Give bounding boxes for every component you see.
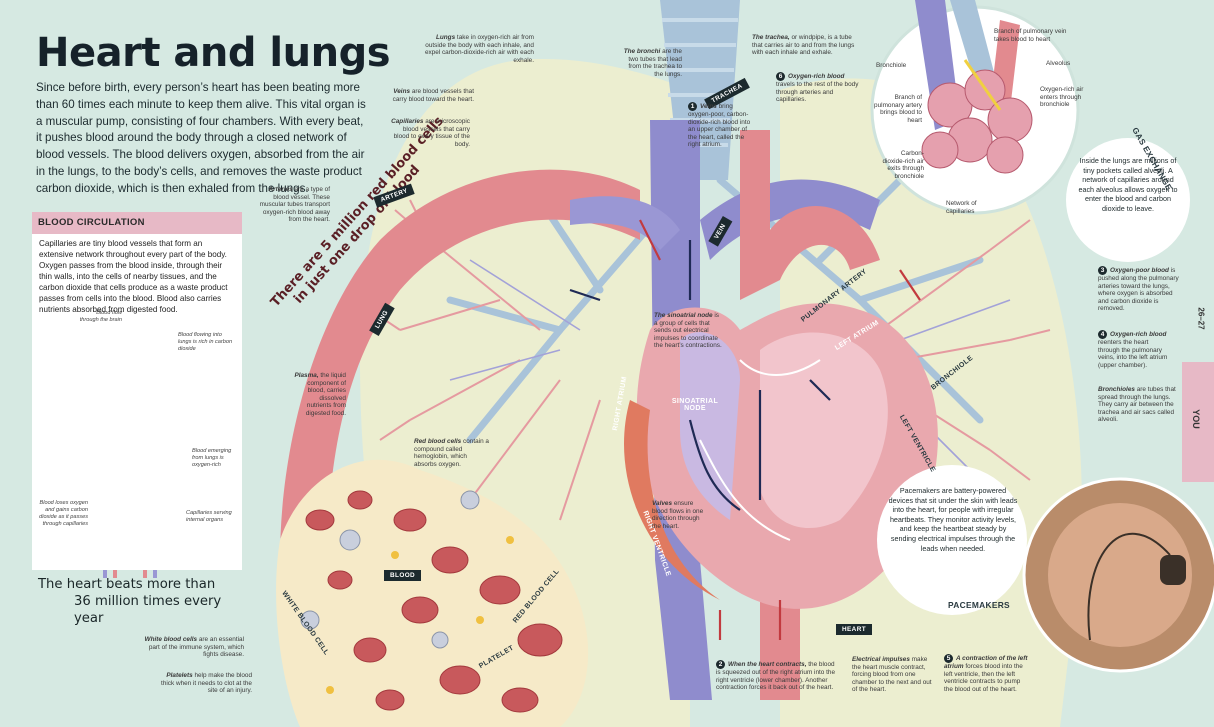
- gas-label-bronchiole: Bronchiole: [876, 62, 907, 69]
- gas-label-oxygen-air: Oxygen-rich air enters through bronchiol…: [1040, 86, 1084, 109]
- pacemaker-text: Pacemakers are battery-powered devices t…: [888, 486, 1018, 553]
- alveoli-text: Inside the lungs are millions of tiny po…: [1078, 156, 1178, 213]
- annotation-veins: Veins are blood vessels that carry blood…: [392, 88, 474, 103]
- annotation-sinoatrial: The sinoatrial node is a group of cells …: [654, 312, 722, 350]
- label-loses-oxygen: Blood loses oxygen and gains carbon diox…: [39, 500, 88, 527]
- annotation-arteries: Arteries are a type of blood vessel. The…: [259, 186, 330, 224]
- annotation-impulses: Electrical impulses make the heart muscl…: [852, 656, 932, 694]
- gas-label-branch-vein: Branch of pulmonary vein takes blood to …: [994, 28, 1067, 43]
- tag-blood: BLOOD: [384, 570, 422, 581]
- annotation-valves: Valves ensure blood flows in one directi…: [652, 500, 704, 530]
- artery-arch: [280, 169, 640, 660]
- section-tab-label: YOU: [1190, 409, 1201, 429]
- heart-beats-stat: The heart beats more than 36 million tim…: [38, 576, 248, 627]
- label-emerging: Blood emerging from lungs is oxygen-rich: [192, 448, 232, 468]
- label-capillaries-organs: Capillaries serving internal organs: [186, 510, 232, 523]
- page-title: Heart and lungs: [36, 30, 391, 76]
- annotation-platelets: Platelets help make the blood thick when…: [161, 672, 252, 695]
- annotation-plasma: Plasma, the liquid component of blood, c…: [294, 372, 346, 417]
- heart-stat-line-1: The heart beats more than: [38, 577, 216, 592]
- annotation-lungs: Lungs take in oxygen-rich air from outsi…: [424, 34, 534, 64]
- intro-paragraph: Since before birth, every person’s heart…: [36, 81, 366, 195]
- annotation-bronchi: The bronchi are the two tubes that lead …: [623, 48, 682, 78]
- blood-pile: [276, 459, 589, 727]
- blood-circulation-text: Capillaries are tiny blood vessels that …: [39, 239, 228, 314]
- heart-stat-line-2: 36 million times every year: [74, 594, 222, 626]
- section-tab[interactable]: YOU: [1182, 362, 1214, 482]
- gas-label-network: Network of capillaries: [946, 200, 977, 215]
- page-number: 26–27: [1196, 307, 1206, 330]
- label-sinoatrial: SINOATRIAL NODE: [671, 398, 719, 412]
- blood-circulation-box: BLOOD CIRCULATION Capillaries are tiny b…: [32, 212, 242, 570]
- pacemaker-bubble: [877, 465, 1027, 615]
- label-flow-lungs: Blood flowing into lungs is rich in carb…: [178, 332, 233, 352]
- annotation-capillaries: Capillaries are microscopic blood vessel…: [391, 118, 470, 148]
- annotation-red-cells: Red blood cells contain a compound calle…: [414, 438, 489, 468]
- gas-label-branch-artery: Branch of pulmonary artery brings blood …: [874, 94, 922, 124]
- annotation-white-cells: White blood cells are an essential part …: [144, 636, 244, 659]
- annotation-trachea: The trachea, or windpipe, is a tube that…: [752, 34, 855, 57]
- gas-label-alveolus: Alveolus: [1046, 60, 1071, 67]
- alveoli-bubble: [1066, 138, 1190, 262]
- label-pacemakers: PACEMAKERS: [948, 600, 1010, 610]
- gas-label-co2-air: Carbon-dioxide-rich air exits through br…: [882, 150, 924, 180]
- tag-heart: HEART: [836, 624, 873, 635]
- annotation-bronchioles: Bronchioles are tubes that spread throug…: [1098, 386, 1176, 424]
- blood-circulation-heading: BLOOD CIRCULATION: [32, 212, 242, 234]
- label-flow-brain: Blood flow through the brain: [79, 310, 122, 323]
